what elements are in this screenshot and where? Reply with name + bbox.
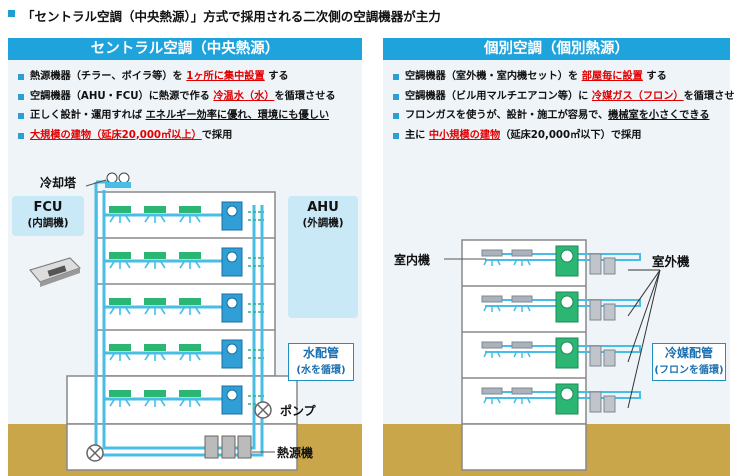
indoor-unit — [481, 341, 503, 358]
water-pipe-subtitle: (水を循環) — [296, 365, 346, 376]
ahu-box — [221, 247, 264, 277]
water-pipe-note: 水配管 (水を循環) — [288, 343, 354, 381]
fcu-unit — [144, 206, 166, 223]
fcu-card: FCU (内調機) — [12, 196, 84, 236]
indoor-unit — [481, 249, 503, 266]
indoor-unit-label: 室内機 — [394, 253, 431, 267]
fcu-unit — [179, 390, 201, 407]
fcu-unit — [179, 344, 201, 361]
indoor-units — [481, 249, 533, 404]
central-bullet-1: 熱源機器（チラー、ボイラ等）を 1ヶ所に集中設置 する — [16, 67, 336, 87]
ahu-card: AHU (外調機) — [288, 196, 358, 318]
indoor-unit — [511, 249, 533, 266]
individual-bullet-3: フロンガスを使うが、設計・施工が容易で、機械室を小さくできる — [391, 106, 735, 126]
fcu-units — [109, 206, 201, 407]
refrigerant-pipe-note: 冷媒配管 (フロンを循環) — [652, 343, 726, 381]
ahu-subtitle: (外調機) — [302, 217, 344, 229]
refrigerant-pipe-subtitle: (フロンを循環) — [654, 365, 724, 376]
individual-bullet-1: 空調機器（室外機・室内機セット）を 部屋毎に設置 する — [391, 67, 735, 87]
fcu-unit — [179, 252, 201, 269]
heat-source-label: 熱源機 — [277, 446, 314, 460]
outdoor-unit — [555, 291, 616, 323]
water-pipe-title: 水配管 — [302, 346, 339, 360]
pump-label: ポンプ — [280, 404, 316, 418]
outdoor-unit-label: 室外機 — [652, 254, 690, 269]
central-water-pipes — [94, 180, 264, 457]
cooling-tower-leader — [85, 179, 107, 187]
central-bullet-2: 空調機器（AHU・FCU）に熱源で作る 冷温水（水）を循環させる — [16, 87, 336, 107]
outdoor-leaders — [627, 269, 661, 409]
outdoor-units — [555, 245, 616, 415]
cooling-tower-icon — [105, 172, 131, 188]
central-bullets: 熱源機器（チラー、ボイラ等）を 1ヶ所に集中設置 する 空調機器（AHU・FCU… — [16, 67, 336, 145]
fcu-unit — [109, 298, 131, 315]
indoor-unit — [511, 341, 533, 358]
central-heading: セントラル空調（中央熱源） — [8, 38, 362, 60]
page-title: 「セントラル空調（中央熱源）」方式で採用される二次側の空調機器が主力 — [22, 9, 441, 24]
refrigerant-pipe-title: 冷媒配管 — [664, 346, 713, 360]
outdoor-unit — [555, 245, 616, 277]
central-bullet-4: 大規模の建物（延床20,000㎡以上）で採用 — [16, 126, 336, 146]
central-bullet-3: 正しく設計・運用すれば エネルギー効率に優れ、環境にも優しい — [16, 106, 336, 126]
fcu-unit — [179, 298, 201, 315]
fcu-unit — [179, 206, 201, 223]
fcu-unit — [144, 298, 166, 315]
individual-bullet-4: 主に 中小規模の建物（延床20,000㎡以下）で採用 — [391, 126, 735, 146]
fcu-unit — [109, 252, 131, 269]
fcu-unit — [144, 390, 166, 407]
ahu-box — [221, 385, 264, 415]
fcu-unit — [109, 206, 131, 223]
individual-bullet-2: 空調機器（ビル用マルチエアコン等）に 冷媒ガス（フロン）を循環させる — [391, 87, 735, 107]
outdoor-unit — [555, 337, 616, 369]
fcu-unit — [144, 252, 166, 269]
valve-icon — [86, 444, 104, 462]
cooling-tower-label: 冷却塔 — [40, 176, 77, 190]
indoor-unit — [481, 387, 503, 404]
individual-heading: 個別空調（個別熱源） — [383, 38, 730, 60]
ahu-box — [221, 201, 264, 231]
fcu-title: FCU — [33, 200, 63, 215]
pump-icon — [254, 401, 272, 419]
indoor-unit — [511, 387, 533, 404]
heat-source-icon — [204, 435, 252, 459]
indoor-unit — [481, 295, 503, 312]
ahu-title: AHU — [307, 200, 339, 215]
title-marker — [8, 10, 15, 17]
fcu-unit — [144, 344, 166, 361]
ahu-units — [221, 201, 264, 415]
indoor-unit — [511, 295, 533, 312]
individual-bullets: 空調機器（室外機・室内機セット）を 部屋毎に設置 する 空調機器（ビル用マルチエ… — [391, 67, 735, 145]
outdoor-unit — [555, 383, 616, 415]
fcu-device-icon — [29, 257, 81, 287]
fcu-unit — [109, 344, 131, 361]
fcu-subtitle: (内調機) — [27, 217, 69, 229]
ahu-box — [221, 339, 264, 369]
fcu-unit — [109, 390, 131, 407]
ahu-box — [221, 293, 264, 323]
